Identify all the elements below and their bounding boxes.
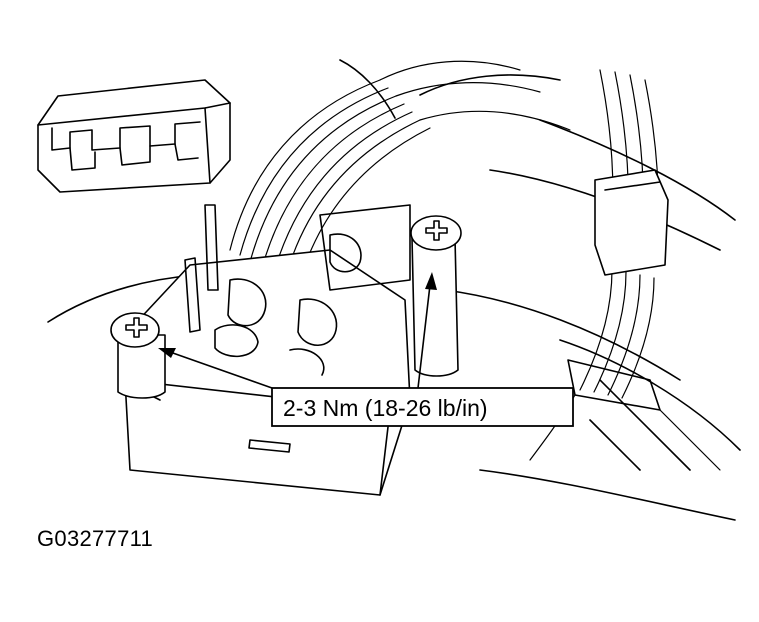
leader-lines: [158, 272, 437, 389]
torque-spec-label: 2-3 Nm (18-26 lb/in): [283, 395, 488, 421]
right-screw: [410, 215, 462, 377]
background-panel: [47, 119, 741, 521]
torque-callout: 2-3 Nm (18-26 lb/in): [271, 387, 574, 427]
left-screw: [110, 312, 166, 399]
connector-inset: [37, 79, 231, 193]
figure-id: G03277711: [37, 526, 154, 551]
